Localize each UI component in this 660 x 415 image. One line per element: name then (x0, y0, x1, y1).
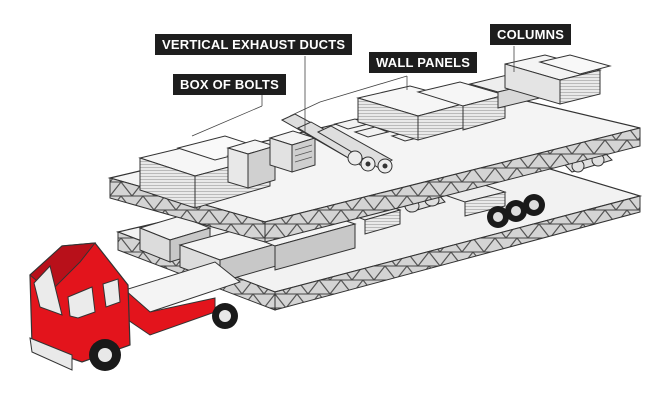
bolts-crate (226, 139, 277, 189)
leader-lines (191, 46, 515, 137)
upper-platform-end-truss (109, 177, 266, 243)
callout-wall-panels: WALL PANELS (369, 52, 478, 73)
wall-panel-stack-right (356, 81, 507, 141)
windshield (33, 264, 63, 316)
side-window-rear (102, 278, 121, 308)
callout-columns: COLUMNS (490, 24, 572, 45)
trailer-wheels (487, 194, 545, 228)
box-of-bolts (268, 130, 317, 173)
callout-vertical-exhaust-ducts: VERTICAL EXHAUST DUCTS (155, 34, 353, 55)
callout-box-of-bolts: BOX OF BOLTS (173, 74, 286, 95)
vertical-exhaust-ducts (280, 113, 393, 174)
side-window-front (67, 286, 96, 319)
columns (468, 54, 612, 109)
truck (29, 242, 242, 371)
front-bumper (29, 337, 73, 371)
